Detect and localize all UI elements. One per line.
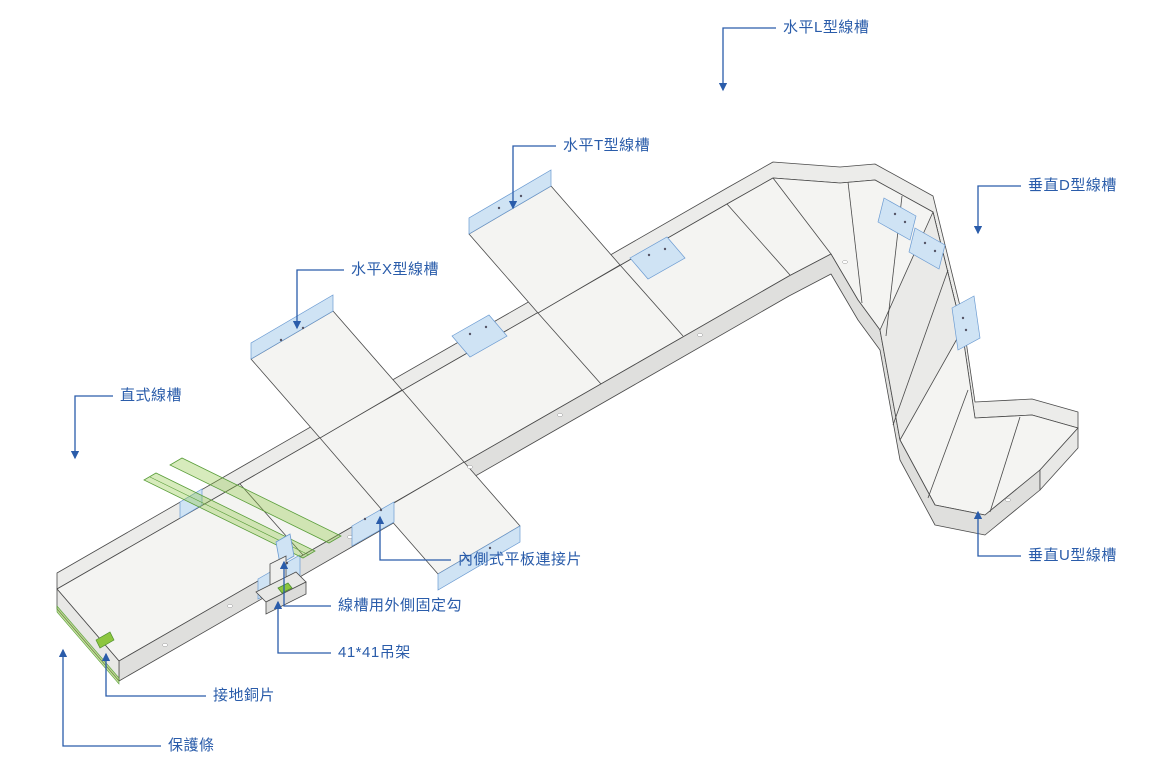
label-horizontal-x-tray: 水平X型線槽 bbox=[351, 261, 440, 278]
leader-horizontal-x-tray bbox=[292, 269, 344, 330]
hanger-channel-bar-2 bbox=[169, 457, 342, 544]
plate-top-1 bbox=[451, 314, 508, 358]
leader-vertical-d-tray bbox=[973, 185, 1021, 235]
plate-d-bend-1 bbox=[877, 197, 917, 241]
label-protection-strip: 保護條 bbox=[168, 737, 215, 754]
leader-horizontal-l-tray bbox=[718, 27, 776, 92]
tray-body bbox=[56, 161, 1079, 682]
tray-end-cap-right bbox=[1039, 427, 1079, 491]
leader-straight-tray bbox=[70, 395, 113, 460]
joint-seams bbox=[239, 177, 1021, 556]
wall-slot-holes bbox=[162, 260, 1011, 647]
leader-inner-flat-connector bbox=[375, 515, 451, 561]
label-vertical-u-tray: 垂直U型線槽 bbox=[1028, 547, 1117, 564]
leader-lines bbox=[58, 27, 1021, 747]
label-straight-tray: 直式線槽 bbox=[120, 387, 183, 404]
leader-vertical-u-tray bbox=[973, 510, 1021, 557]
label-grounding-copper: 接地銅片 bbox=[213, 687, 276, 704]
outer-fixing-hook-part bbox=[275, 533, 295, 565]
label-outer-fixing-hook: 線槽用外側固定勾 bbox=[338, 597, 463, 614]
label-inner-flat-connector: 內側式平板連接片 bbox=[458, 551, 583, 568]
leader-outer-fixing-hook bbox=[279, 560, 331, 607]
x-stub-flange-upper bbox=[250, 294, 334, 360]
label-horizontal-l-tray: 水平L型線槽 bbox=[783, 19, 870, 36]
leader-protection-strip bbox=[58, 648, 161, 747]
plate-top-2 bbox=[629, 236, 686, 280]
leader-hanger-41x41 bbox=[273, 600, 331, 654]
label-horizontal-t-tray: 水平T型線槽 bbox=[563, 137, 651, 154]
plate-right-wall bbox=[951, 295, 981, 351]
leader-horizontal-t-tray bbox=[508, 145, 556, 210]
leader-grounding-copper bbox=[101, 652, 206, 697]
plate-d-bend-2 bbox=[908, 227, 946, 270]
hanger-assembly bbox=[143, 457, 342, 615]
hanger-foot-green-pad bbox=[277, 582, 293, 594]
vertical-drop-face bbox=[879, 211, 963, 441]
grounding-copper-part bbox=[95, 631, 115, 649]
x-stub-flange-lower bbox=[437, 525, 521, 591]
protection-strip-part bbox=[56, 605, 120, 685]
label-hanger-41x41: 41*41吊架 bbox=[338, 644, 411, 661]
label-vertical-d-tray: 垂直D型線槽 bbox=[1028, 177, 1117, 194]
